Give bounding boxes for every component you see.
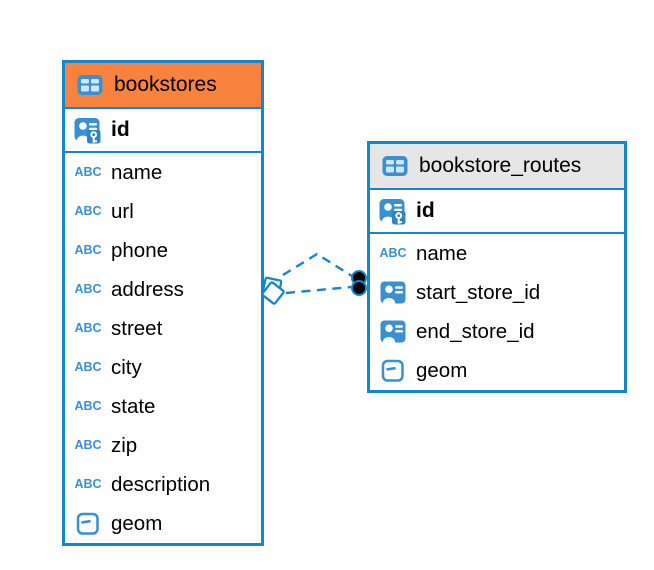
- column-name: end_store_id: [416, 319, 535, 343]
- column-row-address[interactable]: ABC address: [65, 270, 261, 309]
- table-header[interactable]: bookstore_routes: [370, 144, 624, 190]
- text-type-icon: ABC: [73, 439, 103, 452]
- relation-one-end-marker-1: [351, 270, 367, 286]
- column-row-street[interactable]: ABC street: [65, 309, 261, 348]
- text-type-icon: ABC: [73, 166, 103, 179]
- text-type-icon: ABC: [73, 322, 103, 335]
- column-name: url: [111, 199, 134, 223]
- text-type-icon: ABC: [73, 283, 103, 296]
- column-name: street: [111, 316, 163, 340]
- column-row-city[interactable]: ABC city: [65, 348, 261, 387]
- abc-glyph: ABC: [74, 282, 102, 297]
- column-row-url[interactable]: ABC url: [65, 192, 261, 231]
- column-name: id: [111, 118, 130, 141]
- table-title: bookstores: [114, 73, 217, 96]
- text-type-icon: ABC: [378, 247, 408, 260]
- key-columns-section: id: [370, 190, 624, 234]
- table-icon: [380, 155, 410, 177]
- abc-glyph: ABC: [74, 438, 102, 453]
- relation-many-end-marker-2: [261, 281, 285, 305]
- column-row-name[interactable]: ABC name: [65, 153, 261, 192]
- column-name: name: [111, 160, 163, 184]
- relation-one-end-marker-2: [351, 280, 367, 296]
- column-row-id[interactable]: id: [65, 109, 261, 151]
- abc-glyph: ABC: [74, 165, 102, 180]
- column-name: id: [416, 199, 435, 222]
- column-row-state[interactable]: ABC state: [65, 387, 261, 426]
- columns-section: ABC name ABC url ABC phone ABC address A…: [65, 153, 261, 543]
- primary-key-icon: [378, 198, 408, 225]
- column-name: start_store_id: [416, 280, 541, 304]
- column-name: zip: [111, 433, 138, 457]
- column-row-id[interactable]: id: [370, 190, 624, 232]
- abc-glyph: ABC: [74, 321, 102, 336]
- abc-glyph: ABC: [74, 477, 102, 492]
- text-type-icon: ABC: [73, 244, 103, 257]
- table-title: bookstore_routes: [419, 154, 582, 177]
- primary-key-icon: [73, 117, 103, 144]
- relation-many-end-marker-1: [261, 276, 283, 298]
- reference-type-icon: [378, 320, 408, 343]
- abc-glyph: ABC: [74, 360, 102, 375]
- abc-glyph: ABC: [74, 204, 102, 219]
- table-header[interactable]: bookstores: [65, 63, 261, 109]
- geometry-type-icon: [378, 359, 408, 383]
- column-row-zip[interactable]: ABC zip: [65, 426, 261, 465]
- table-icon: [75, 74, 105, 96]
- column-row-description[interactable]: ABC description: [65, 465, 261, 504]
- columns-section: ABC name start_store_id end_store_id geo…: [370, 234, 624, 390]
- entity-table-bookstore_routes[interactable]: bookstore_routes id ABC name: [367, 141, 627, 393]
- column-name: state: [111, 394, 156, 418]
- column-name: phone: [111, 238, 169, 262]
- text-type-icon: ABC: [73, 400, 103, 413]
- text-type-icon: ABC: [73, 361, 103, 374]
- entity-table-bookstores[interactable]: bookstores id ABC name ABC ur: [62, 60, 264, 546]
- column-row-phone[interactable]: ABC phone: [65, 231, 261, 270]
- column-name: city: [111, 355, 142, 379]
- abc-glyph: ABC: [74, 399, 102, 414]
- column-row-name[interactable]: ABC name: [370, 234, 624, 273]
- column-row-geom[interactable]: geom: [65, 504, 261, 543]
- abc-glyph: ABC: [74, 243, 102, 258]
- column-name: name: [416, 241, 468, 265]
- column-row-start_store_id[interactable]: start_store_id: [370, 273, 624, 312]
- abc-glyph: ABC: [379, 246, 407, 261]
- text-type-icon: ABC: [73, 478, 103, 491]
- column-row-geom[interactable]: geom: [370, 351, 624, 390]
- text-type-icon: ABC: [73, 205, 103, 218]
- key-columns-section: id: [65, 109, 261, 153]
- reference-type-icon: [378, 281, 408, 304]
- geometry-type-icon: [73, 512, 103, 536]
- relationship-line-2[interactable]: [285, 285, 352, 295]
- column-name: geom: [111, 511, 163, 535]
- relationship-line-1[interactable]: [282, 252, 353, 278]
- column-row-end_store_id[interactable]: end_store_id: [370, 312, 624, 351]
- column-name: description: [111, 472, 211, 496]
- column-name: geom: [416, 358, 468, 382]
- column-name: address: [111, 277, 184, 301]
